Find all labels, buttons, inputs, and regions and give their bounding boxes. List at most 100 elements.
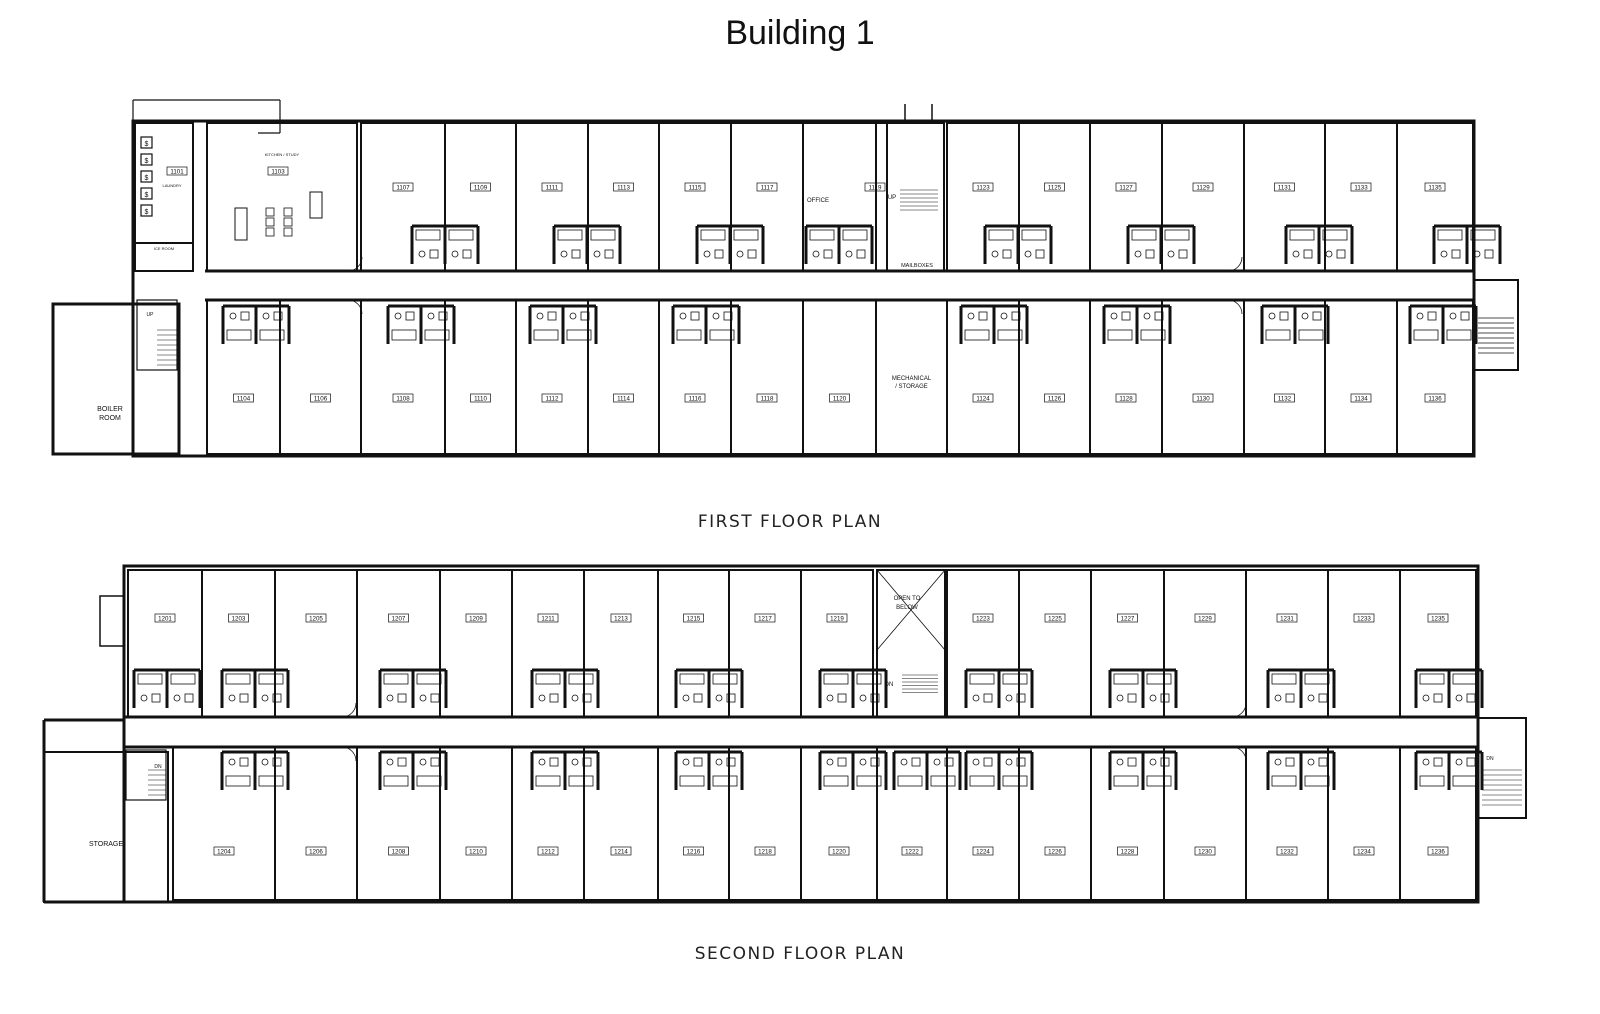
room-bottom-wall [360,299,446,455]
toilet-fixture [967,312,975,320]
vending-machine [140,170,153,183]
room-top-wall [800,569,874,718]
bathtub-fixture [568,775,594,787]
sink-fixture [580,311,590,321]
room-number-tag [610,846,632,856]
sink-fixture [983,757,993,767]
storage-room-wall [43,751,169,903]
sink-fixture [1016,693,1026,703]
room-number-tag [826,613,848,623]
bathtub-fixture [1413,329,1439,341]
room-number-tag [756,393,778,403]
vending-symbol: $ [145,209,149,216]
toilet-fixture [826,758,834,766]
sink-fixture [1178,249,1188,259]
room-number-label: 1204 [217,849,231,856]
bathtub-fixture [1304,775,1330,787]
sink-fixture [549,757,559,767]
room-bottom-wall [1396,299,1474,455]
toilet-fixture [900,758,908,766]
sink-fixture [184,693,194,703]
room-number-label: 1135 [1428,185,1442,192]
bathtub-fixture [709,329,735,341]
toilet-fixture [538,694,546,702]
bathtub-fixture [1452,673,1478,685]
toilet-fixture [1143,312,1151,320]
boiler-room-label: BOILER [97,406,123,413]
sink-fixture [1303,249,1313,259]
room-number-label: 1216 [687,849,701,856]
room-top-wall [587,122,660,272]
room-number-label: 1222 [905,849,919,856]
bathtub-fixture [1446,329,1472,341]
bathtub-fixture [969,775,995,787]
toilet-fixture [538,758,546,766]
bathtub-fixture [258,673,284,685]
room-number-label: 1130 [1196,396,1210,403]
corridor-door [1231,702,1247,718]
room-number-label: 1134 [1354,396,1368,403]
sink-fixture [823,249,833,259]
vending-machine [140,153,153,166]
corridor-door [1227,299,1243,315]
room-bottom-wall [515,299,589,455]
toilet-fixture [1274,694,1282,702]
room-number-label: 1109 [474,185,488,192]
room-bottom-wall [511,746,585,901]
room-number-label: 1107 [396,185,410,192]
room-number-label: 1226 [1048,849,1062,856]
room-number-tag [972,846,994,856]
corridor-door [341,702,357,718]
room-number-label: 1116 [689,396,702,403]
toilet-fixture [1449,312,1457,320]
room-number-tag [310,393,331,403]
sink-fixture [690,311,700,321]
room-bottom-wall [1089,299,1163,455]
room-top-wall [1327,569,1401,718]
room-number-label: 1220 [832,849,846,856]
toilet-fixture [571,694,579,702]
sink-fixture [870,757,880,767]
toilet-fixture [972,694,980,702]
room-bottom-wall [1018,299,1091,455]
room-number-label: 1232 [1280,849,1294,856]
room-top-wall [515,122,589,272]
room-number-tag [1353,846,1375,856]
first-floor-caption: FIRST FLOOR PLAN [697,512,883,532]
room-bottom-wall [172,746,276,901]
bathtub-fixture [1146,673,1172,685]
toilet-fixture [451,250,459,258]
sink-fixture [430,757,440,767]
room-bottom-wall [583,746,659,901]
room-number-label: 1227 [1121,616,1135,623]
sink-fixture [1460,311,1470,321]
top-bathroom-pair [964,668,1034,708]
toilet-fixture [419,758,427,766]
room-bottom-wall [1243,299,1326,455]
room-number-tag [1044,613,1066,623]
bathtub-fixture [1265,329,1291,341]
room-number-tag [829,393,850,403]
vending-machine [140,187,153,200]
bathtub-fixture [533,329,559,341]
top-bathroom-pair [1284,224,1354,264]
toilet-fixture [1440,250,1448,258]
room-number-label: 1120 [833,396,847,403]
sink-fixture [397,693,407,703]
room-top-wall [728,569,802,718]
bathtub-fixture [416,775,442,787]
sink-fixture [870,693,880,703]
sink-fixture [856,249,866,259]
sink-fixture [911,757,921,767]
bathtub-fixture [1113,673,1139,685]
bottom-bathroom-pair [959,304,1029,344]
room-top-wall [1399,569,1477,718]
room-number-tag [392,182,414,192]
room-number-tag [754,613,776,623]
sink-fixture [1035,249,1045,259]
room-top-wall [1018,569,1092,718]
sink-fixture [1121,311,1131,321]
room-number-tag [1424,393,1446,403]
toilet-fixture [812,250,820,258]
east-stair-wall [1473,279,1519,371]
